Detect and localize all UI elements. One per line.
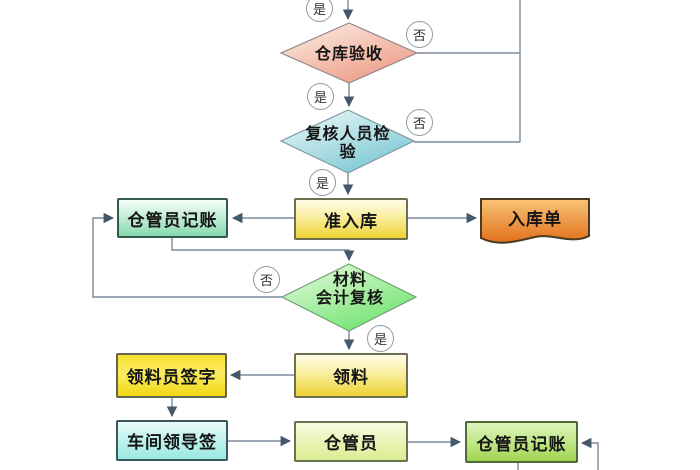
decision-reviewer-check-text-line1: 复核人员检 — [305, 124, 391, 143]
branch-no-badge-reviewer: 否 — [406, 109, 433, 136]
process-approve-storage: 准入库 — [294, 198, 408, 240]
decision-reviewer-check-diamond — [279, 109, 416, 174]
process-keeper-bookkeeping-1: 仓管员记账 — [117, 198, 228, 238]
decision-accounting-check-text-line2: 会计复核 — [315, 288, 384, 307]
document-storage-slip-shape — [480, 198, 590, 244]
document-storage-slip-label: 入库单 — [508, 209, 562, 230]
branch-yes-badge-top: 是 — [306, 0, 333, 22]
process-picker-sign-label: 领料员签字 — [126, 368, 217, 388]
process-keeper-bookkeeping-2-label: 仓管员记账 — [476, 434, 567, 455]
process-keeper-bookkeeping-1-label: 仓管员记账 — [127, 210, 218, 231]
document-storage-slip: 入库单 — [480, 200, 590, 234]
branch-yes-badge-reviewer: 是 — [309, 169, 336, 196]
branch-no-badge-accounting: 否 — [253, 266, 280, 293]
branch-yes-badge-warehouse: 是 — [307, 83, 334, 110]
decision-accounting-check-text-line1: 材料 — [332, 270, 367, 289]
process-keeper: 仓管员 — [294, 421, 408, 462]
decision-warehouse-check-text: 仓库验收 — [314, 44, 383, 63]
connector-lines — [92, 0, 599, 470]
decision-accounting-check-label: 材料 会计复核 — [289, 271, 411, 307]
process-pick-material: 领料 — [294, 353, 408, 398]
decision-reviewer-check-label: 复核人员检 验 — [287, 125, 409, 161]
branch-yes-badge-accounting: 是 — [367, 325, 394, 352]
edge-bottom-into-bookkeeping2 — [580, 437, 599, 470]
decision-reviewer-check-text-line2: 验 — [339, 142, 357, 161]
decision-warehouse-check-diamond — [279, 22, 419, 84]
decision-accounting-check-diamond — [280, 263, 418, 332]
edge-accounting-no-return — [92, 212, 282, 298]
process-keeper-bookkeeping-2: 仓管员记账 — [465, 421, 578, 463]
process-approve-storage-label: 准入库 — [324, 211, 378, 232]
process-workshop-leader-sign-label: 车间领导签 — [127, 433, 217, 453]
edge-bookkeeping-to-accounting — [171, 238, 355, 262]
process-keeper-label: 仓管员 — [324, 434, 378, 454]
process-pick-material-label: 领料 — [333, 368, 369, 388]
decision-warehouse-check-label: 仓库验收 — [289, 45, 409, 63]
branch-no-badge-warehouse: 否 — [406, 21, 433, 48]
process-workshop-leader-sign: 车间领导签 — [116, 420, 228, 461]
process-picker-sign: 领料员签字 — [116, 353, 227, 398]
